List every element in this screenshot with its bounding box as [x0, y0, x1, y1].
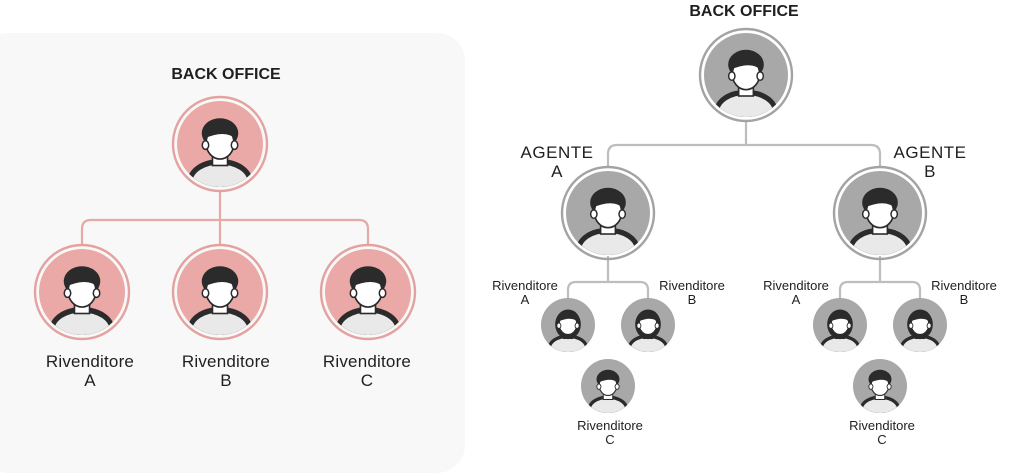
right-top-connector: [606, 120, 882, 168]
agent-b-reseller-c-avatar: [853, 359, 907, 413]
reseller-name: Rivenditore: [849, 418, 915, 433]
avatar-ring: [171, 243, 269, 341]
person-icon: [187, 266, 253, 335]
agent-b-reseller-c-label: Rivenditore C: [849, 418, 915, 448]
agent-a-connector: [566, 256, 650, 298]
reseller-c-avatar-left: [319, 243, 417, 341]
right-back-office-title: BACK OFFICE: [689, 3, 799, 20]
agent-letter: A: [551, 161, 563, 181]
agent-b-reseller-b-avatar: [893, 298, 947, 352]
reseller-name: Rivenditore: [577, 418, 643, 433]
agent-b-reseller-b-label: Rivenditore B: [931, 278, 997, 308]
connector-lines: [80, 120, 922, 298]
avatars: [33, 27, 947, 413]
person-icon: [714, 49, 778, 117]
reseller-letter: C: [877, 432, 887, 448]
agent-a-reseller-b-avatar: [621, 298, 675, 352]
avatar-ring: [319, 243, 417, 341]
reseller-letter: A: [791, 292, 801, 308]
left-connector: [80, 190, 370, 245]
reseller-name: Rivenditore: [45, 352, 135, 371]
person-icon: [819, 309, 861, 352]
agent-b-reseller-a-avatar: [813, 298, 867, 352]
person-icon: [187, 118, 253, 187]
reseller-a-avatar-left: [33, 243, 131, 341]
person-icon: [587, 369, 629, 413]
agent-b-avatar: [832, 165, 928, 261]
org-charts: [33, 27, 947, 413]
person-icon: [627, 309, 669, 352]
person-icon: [848, 187, 912, 255]
avatar-ring: [33, 243, 131, 341]
reseller-letter: B: [959, 292, 969, 308]
reseller-name: Rivenditore: [659, 278, 725, 293]
avatar-ring: [171, 95, 269, 193]
person-icon: [335, 266, 401, 335]
left-reseller-a-label: Rivenditore A: [45, 352, 135, 390]
reseller-letter: C: [605, 432, 615, 448]
agent-b-reseller-a-label: Rivenditore A: [763, 278, 829, 308]
left-reseller-b-label: Rivenditore B: [181, 352, 271, 390]
agent-a-reseller-a-label: Rivenditore A: [492, 278, 558, 308]
back-office-avatar-right: [698, 27, 794, 123]
agent-a-reseller-c-avatar: [581, 359, 635, 413]
person-icon: [547, 309, 589, 352]
avatar-ring: [698, 27, 794, 123]
agent-name: AGENTE: [520, 143, 594, 162]
left-back-office-title: BACK OFFICE: [171, 66, 281, 83]
agent-a-avatar: [560, 165, 656, 261]
agent-name: AGENTE: [893, 143, 967, 162]
reseller-name: Rivenditore: [763, 278, 829, 293]
person-icon: [859, 369, 901, 413]
agent-a-reseller-b-label: Rivenditore B: [659, 278, 725, 308]
person-icon: [899, 309, 941, 352]
avatar-ring: [832, 165, 928, 261]
agent-b-label: AGENTE B: [893, 143, 967, 181]
reseller-letter: B: [687, 292, 697, 308]
reseller-letter: A: [520, 292, 530, 308]
agent-a-reseller-c-label: Rivenditore C: [577, 418, 643, 448]
person-icon: [576, 187, 640, 255]
person-icon: [49, 266, 115, 335]
reseller-name: Rivenditore: [322, 352, 412, 371]
agent-a-label: AGENTE A: [520, 143, 594, 181]
reseller-name: Rivenditore: [492, 278, 558, 293]
agent-a-reseller-a-avatar: [541, 298, 595, 352]
reseller-letter: C: [360, 370, 374, 390]
reseller-letter: B: [220, 370, 232, 390]
reseller-name: Rivenditore: [931, 278, 997, 293]
agent-b-connector: [838, 256, 922, 298]
back-office-avatar-left: [171, 95, 269, 193]
reseller-b-avatar-left: [171, 243, 269, 341]
left-reseller-c-label: Rivenditore C: [322, 352, 412, 390]
agent-letter: B: [924, 161, 936, 181]
reseller-letter: A: [84, 370, 96, 390]
avatar-ring: [560, 165, 656, 261]
reseller-name: Rivenditore: [181, 352, 271, 371]
